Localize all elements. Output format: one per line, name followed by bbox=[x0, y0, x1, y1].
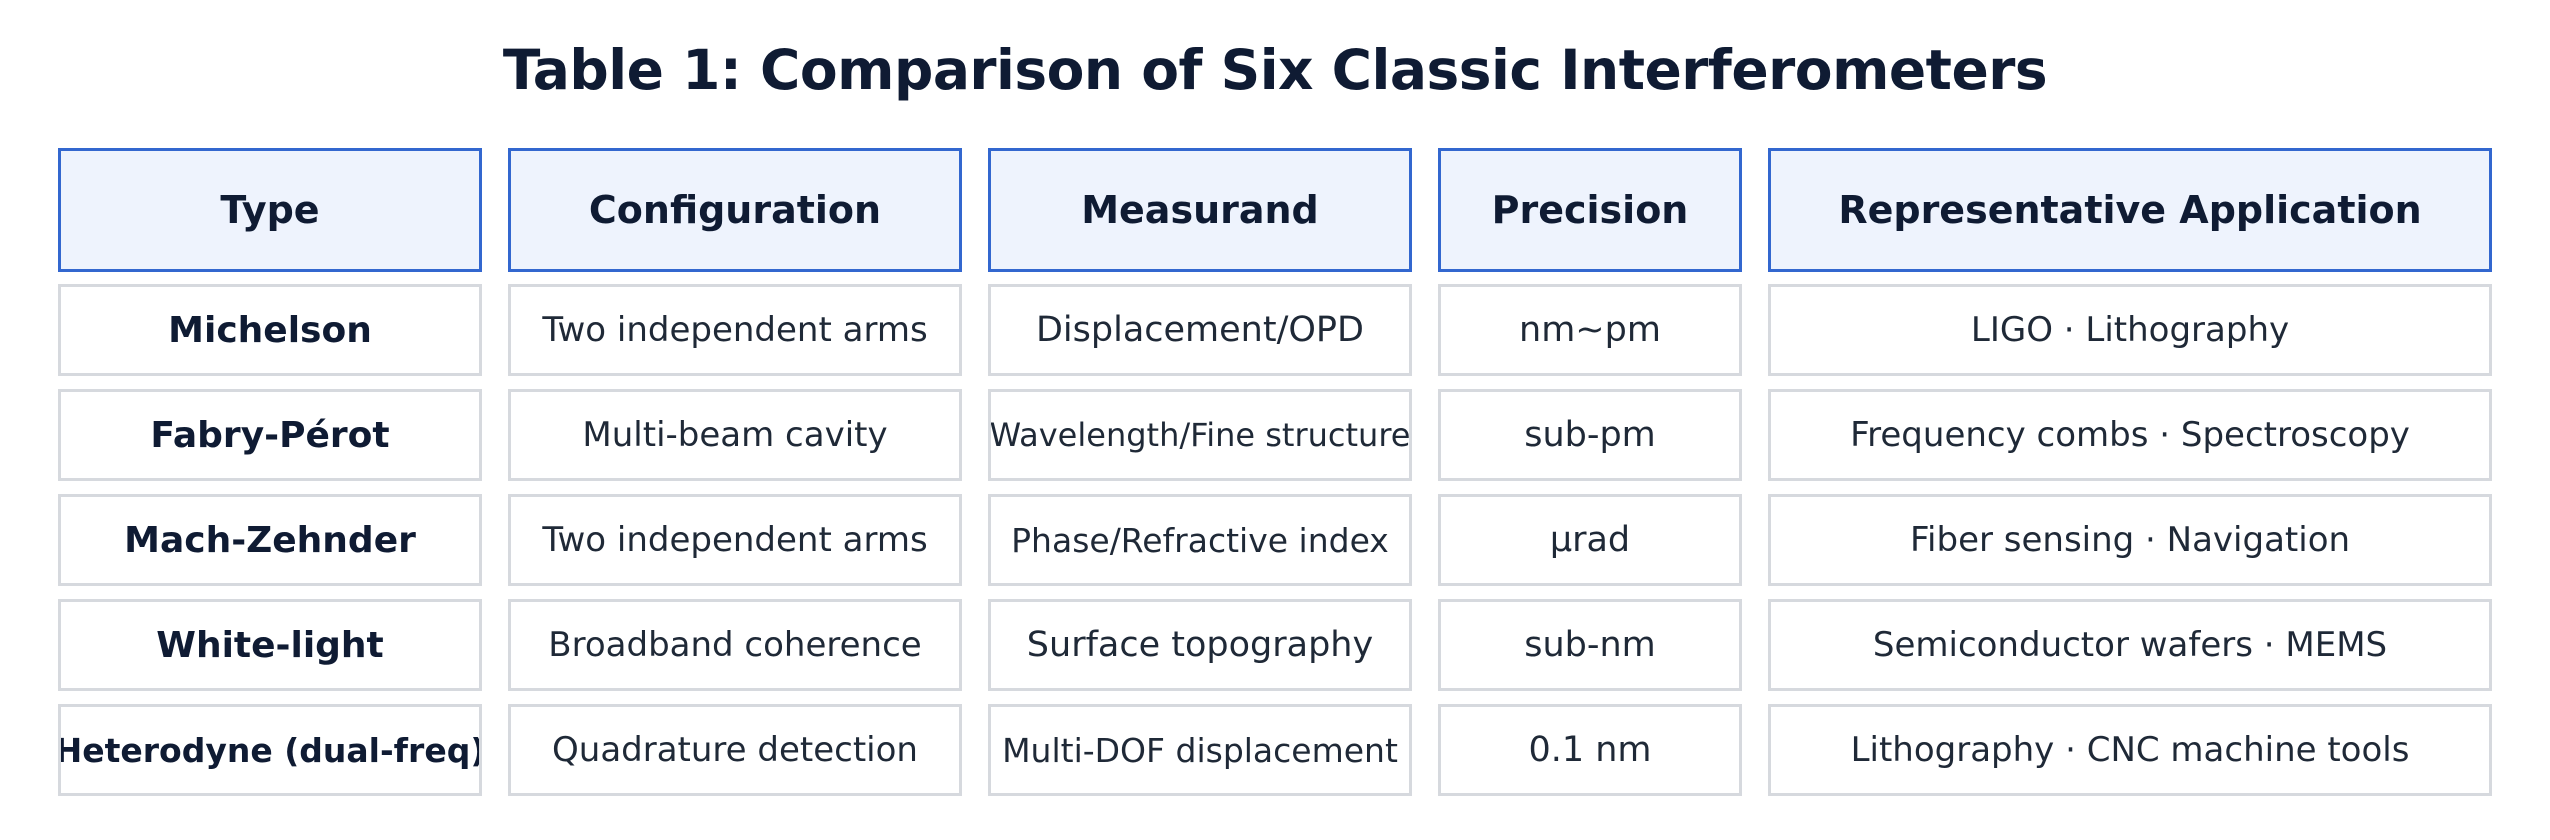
row-1-application: LIGO · Lithography bbox=[1768, 284, 2492, 376]
row-3-precision: μrad bbox=[1438, 494, 1742, 586]
row-1-precision: nm~pm bbox=[1438, 284, 1742, 376]
row-4-application: Semiconductor wafers · MEMS bbox=[1768, 599, 2492, 691]
row-5-measurand: Multi-DOF displacement bbox=[988, 704, 1412, 796]
row-3-type: Mach-Zehnder bbox=[58, 494, 482, 586]
row-1-type: Michelson bbox=[58, 284, 482, 376]
row-4-precision: sub-nm bbox=[1438, 599, 1742, 691]
row-5-type: Heterodyne (dual-freq) bbox=[58, 704, 482, 796]
row-1-configuration: Two independent arms bbox=[508, 284, 962, 376]
row-4-measurand: Surface topography bbox=[988, 599, 1412, 691]
row-4-type: White-light bbox=[58, 599, 482, 691]
row-4-configuration: Broadband coherence bbox=[508, 599, 962, 691]
row-3-measurand: Phase/Refractive index bbox=[988, 494, 1412, 586]
row-5-precision: 0.1 nm bbox=[1438, 704, 1742, 796]
row-3-configuration: Two independent arms bbox=[508, 494, 962, 586]
row-2-precision: sub-pm bbox=[1438, 389, 1742, 481]
table-title: Table 1: Comparison of Six Classic Inter… bbox=[502, 38, 2048, 102]
row-2-measurand: Wavelength/Fine structure bbox=[988, 389, 1412, 481]
row-3-application: Fiber sensing · Navigation bbox=[1768, 494, 2492, 586]
header-representative-application: Representative Application bbox=[1768, 148, 2492, 272]
header-measurand: Measurand bbox=[988, 148, 1412, 272]
row-1-measurand: Displacement/OPD bbox=[988, 284, 1412, 376]
row-5-application: Lithography · CNC machine tools bbox=[1768, 704, 2492, 796]
row-2-application: Frequency combs · Spectroscopy bbox=[1768, 389, 2492, 481]
row-2-type: Fabry-Pérot bbox=[58, 389, 482, 481]
row-5-configuration: Quadrature detection bbox=[508, 704, 962, 796]
header-configuration: Configuration bbox=[508, 148, 962, 272]
row-2-configuration: Multi-beam cavity bbox=[508, 389, 962, 481]
header-precision: Precision bbox=[1438, 148, 1742, 272]
header-type: Type bbox=[58, 148, 482, 272]
